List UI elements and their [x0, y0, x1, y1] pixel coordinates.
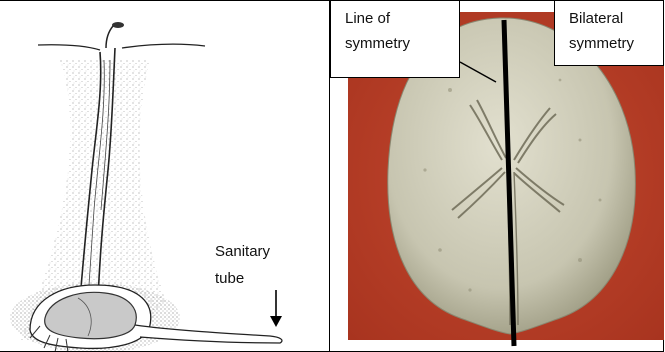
burrow-diagram-panel: Sanitary tube	[0, 0, 330, 352]
bilateral-symmetry-label: Bilateral symmetry	[554, 0, 664, 66]
line-of-symmetry-label: Line of symmetry	[330, 0, 460, 78]
sand-surface-line	[38, 44, 205, 50]
shaft-opening	[106, 26, 113, 48]
sanitary-tube-label: Sanitary tube	[215, 238, 325, 292]
shaft-opening-cap	[112, 22, 124, 28]
burrow-illustration	[0, 0, 330, 352]
sanitary-tube-arrowhead	[270, 316, 282, 327]
sand-dollar-photo-panel: Line of symmetry Bilateral symmetry	[330, 0, 664, 352]
